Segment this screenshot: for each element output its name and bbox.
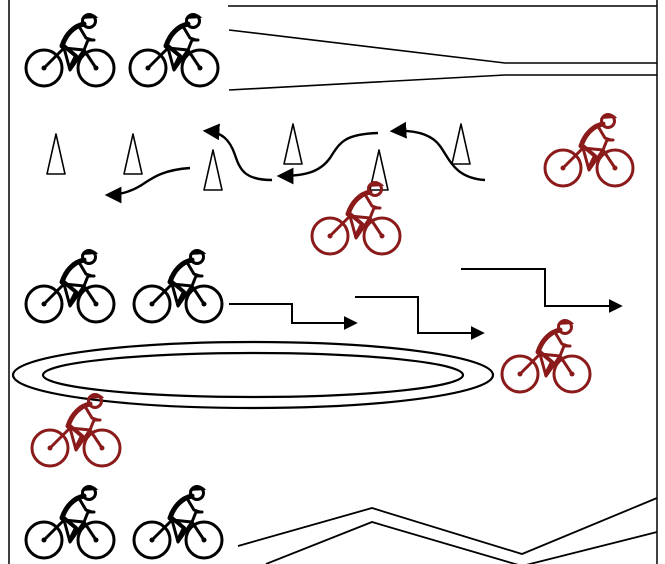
traffic-cone-icon <box>46 133 66 175</box>
track-oval-outer <box>11 340 495 410</box>
section-cone-slalom <box>46 114 633 254</box>
step-arrow-3 <box>461 268 623 313</box>
section-zigzag-lane <box>26 486 658 564</box>
lane-line-lower <box>228 74 657 91</box>
slalom-arrow-4 <box>104 166 191 204</box>
lane-line-upper <box>228 29 657 64</box>
step-arrow-2 <box>355 296 485 340</box>
traffic-cone-icon <box>283 123 303 165</box>
section-drafting-lane <box>26 14 657 91</box>
step-arrow-1 <box>229 303 358 330</box>
section-step-path-and-track <box>11 250 623 466</box>
zigzag-line-upper <box>237 497 658 555</box>
cyclist-icon <box>26 486 114 558</box>
track-oval-inner <box>41 351 465 399</box>
traffic-cone-icon <box>451 123 471 165</box>
cyclist-icon <box>32 394 120 466</box>
cyclist-icon <box>502 320 590 392</box>
cyclist-icon <box>134 250 222 322</box>
cyclist-icon <box>26 14 114 86</box>
slalom-arrow-1 <box>389 121 486 182</box>
zigzag-line-lower <box>265 521 658 564</box>
slalom-arrow-2 <box>276 131 379 185</box>
cyclist-icon <box>134 486 222 558</box>
cyclist-icon <box>545 114 633 186</box>
slalom-arrow-3 <box>202 123 273 182</box>
cyclist-icon <box>312 182 400 254</box>
cyclist-icon <box>130 14 218 86</box>
cyclist-icon <box>26 250 114 322</box>
traffic-cone-icon <box>123 133 143 175</box>
traffic-cone-icon <box>203 149 223 191</box>
